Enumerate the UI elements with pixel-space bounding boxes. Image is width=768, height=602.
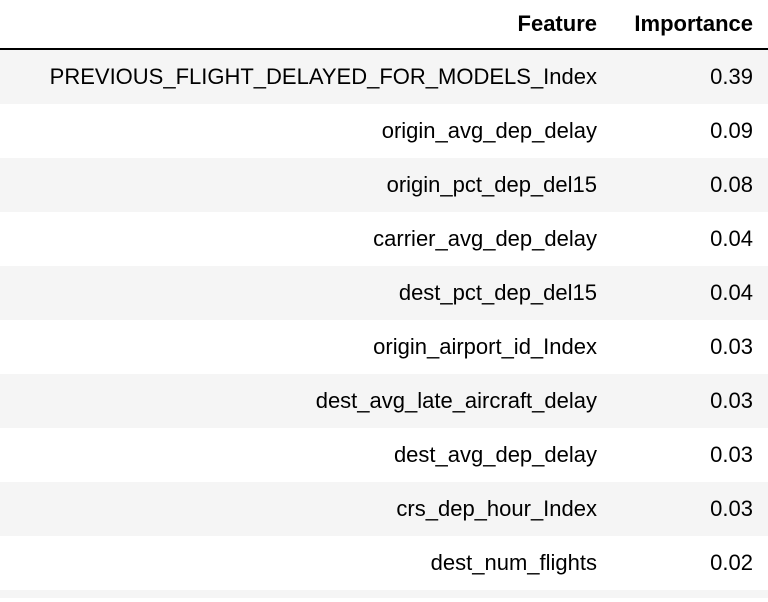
table-row: PREVIOUS_FLIGHT_DELAYED_FOR_MODELS_Index… [0, 50, 768, 104]
feature-cell: crs_dep_hour_Index [396, 496, 597, 521]
table-row: dest_avg_dep_delay 0.03 [0, 428, 768, 482]
feature-cell: dest_pct_dep_del15 [398, 280, 597, 305]
table-row: origin_pct_dep_del15 0.08 [0, 158, 768, 212]
table-row: dest_num_flights 0.02 [0, 536, 768, 590]
feature-cell: carrier_avg_dep_delay [373, 226, 597, 251]
importance-cell: 0.04 [710, 280, 753, 305]
header-feature: Feature [517, 11, 597, 36]
feature-cell: dest_avg_late_aircraft_delay [315, 388, 597, 413]
feature-cell: dest_num_flights [430, 550, 597, 575]
importance-cell: 0.03 [710, 388, 753, 413]
table-row: origin_airport_id_Index 0.03 [0, 320, 768, 374]
importance-cell: 0.03 [710, 442, 753, 467]
table-row: origin_avg_dep_delay 0.09 [0, 104, 768, 158]
importance-cell: 0.02 [710, 550, 753, 575]
table-row-partial [0, 590, 768, 598]
importance-cell: 0.03 [710, 496, 753, 521]
table-row: carrier_avg_dep_delay 0.04 [0, 212, 768, 266]
feature-cell: origin_avg_dep_delay [381, 118, 597, 143]
table-row: crs_dep_hour_Index 0.03 [0, 482, 768, 536]
table-row: dest_avg_late_aircraft_delay 0.03 [0, 374, 768, 428]
header-importance: Importance [634, 11, 753, 36]
importance-cell: 0.04 [710, 226, 753, 251]
table-header: Feature Importance [0, 0, 768, 50]
importance-cell: 0.39 [710, 64, 753, 89]
feature-cell: origin_pct_dep_del15 [386, 172, 597, 197]
importance-cell: 0.03 [710, 334, 753, 359]
feature-cell: dest_avg_dep_delay [393, 442, 597, 467]
feature-cell: origin_airport_id_Index [373, 334, 597, 359]
importance-cell: 0.08 [710, 172, 753, 197]
feature-cell: PREVIOUS_FLIGHT_DELAYED_FOR_MODELS_Index [49, 64, 597, 89]
table-row: dest_pct_dep_del15 0.04 [0, 266, 768, 320]
importance-cell: 0.09 [710, 118, 753, 143]
